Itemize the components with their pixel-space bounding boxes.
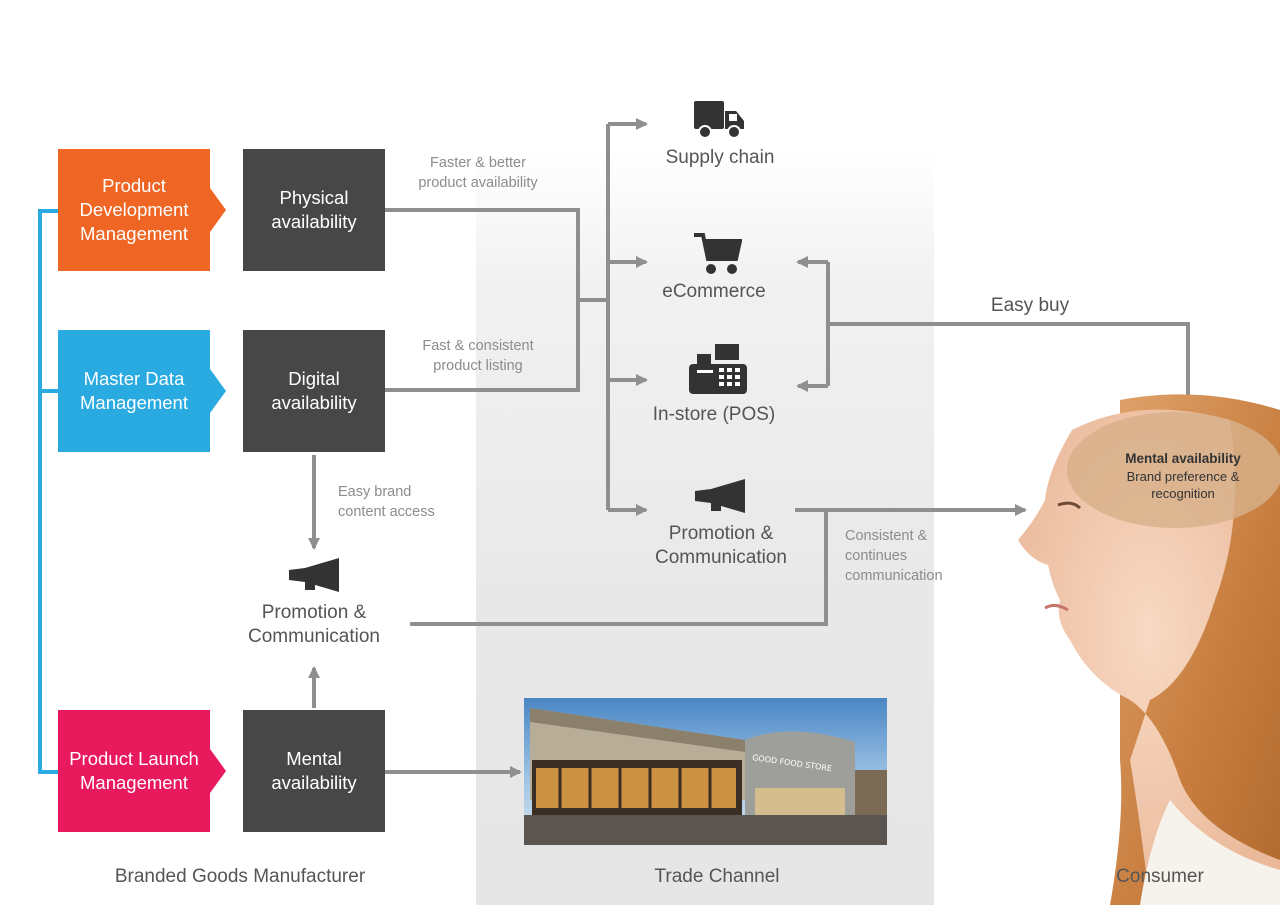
physical-availability-box: Physical availability: [243, 149, 385, 271]
product-launch-label: Product Launch Management: [69, 748, 199, 793]
digital-note: Fast & consistent product listing: [422, 338, 534, 374]
manufacturer-section-label: Branded Goods Manufacturer: [114, 866, 366, 887]
product-launch-box: Product Launch Management: [58, 710, 210, 832]
shopping-cart-icon: [694, 233, 742, 274]
cash-register-icon: [689, 344, 747, 394]
mental-availability-label: Mental availability: [271, 748, 357, 793]
mental-availability-title: Mental availability: [1125, 451, 1241, 466]
digital-availability-label: Digital availability: [271, 368, 357, 413]
physical-availability-label: Physical availability: [271, 187, 357, 232]
pink-chevron: [210, 749, 226, 793]
physical-note: Faster & better product availability: [418, 155, 538, 191]
megaphone-icon: [695, 479, 745, 513]
ecommerce-label: eCommerce: [662, 281, 766, 302]
mental-availability-cloud: Mental availability Brand preference & r…: [1098, 450, 1268, 502]
consumer-section-label: Consumer: [1116, 866, 1204, 887]
easy-buy-label: Easy buy: [990, 295, 1070, 316]
truck-icon: [694, 101, 744, 139]
digital-availability-box: Digital availability: [243, 330, 385, 452]
management-bracket: [38, 209, 58, 774]
product-development-box: Product Development Management: [58, 149, 210, 271]
blue-chevron: [210, 369, 226, 413]
consumer-portrait: [1018, 394, 1280, 905]
communication-connector: [410, 504, 1027, 626]
master-data-box: Master Data Management: [58, 330, 210, 452]
channel-promotion-label: Promotion & Communication: [655, 523, 787, 568]
mental-availability-desc: Brand preference & recognition: [1126, 469, 1240, 501]
product-development-label: Product Development Management: [79, 175, 189, 244]
master-data-label: Master Data Management: [80, 368, 188, 413]
mental-availability-box: Mental availability: [243, 710, 385, 832]
store-photo: GOOD FOOD STORE: [524, 698, 887, 845]
brand-content-note: Easy brand content access: [338, 484, 435, 520]
supply-chain-label: Supply chain: [665, 147, 775, 168]
orange-chevron: [210, 188, 226, 232]
brand-content-connector: [308, 455, 522, 778]
instore-label: In-store (POS): [652, 404, 776, 425]
manufacturer-megaphone-icon: [289, 558, 339, 592]
trade-section-label: Trade Channel: [654, 866, 780, 887]
manufacturer-promotion-label: Promotion & Communication: [248, 602, 380, 647]
physical-to-channels-connector: [385, 118, 648, 516]
communication-note: Consistent & continues communication: [845, 528, 943, 584]
